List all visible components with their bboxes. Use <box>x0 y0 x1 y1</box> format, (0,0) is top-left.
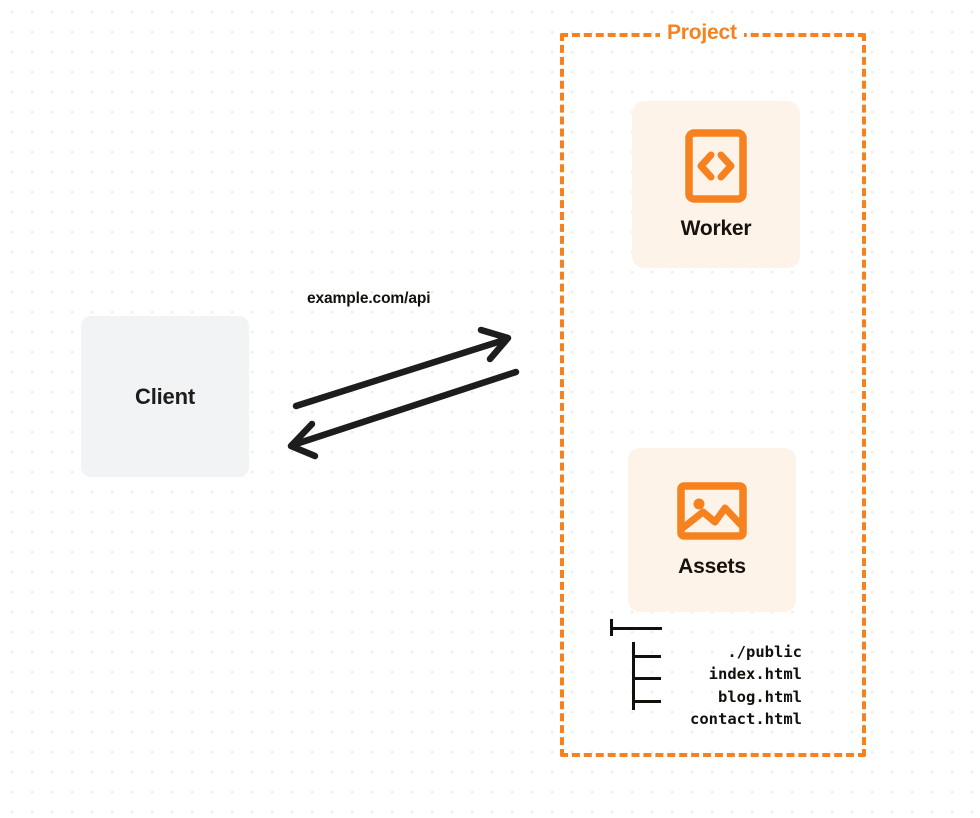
file-tree: ./public index.html blog.html contact.ht… <box>604 618 802 728</box>
request-arrow <box>292 326 512 410</box>
assets-card[interactable]: Assets <box>628 448 796 612</box>
tree-branch-1 <box>632 655 661 658</box>
tree-file-name: index.html <box>708 665 802 683</box>
assets-label: Assets <box>678 555 746 578</box>
tree-row-file: blog.html <box>604 663 802 706</box>
tree-branch-3 <box>632 700 661 703</box>
tree-branch-root <box>610 627 662 630</box>
client-node[interactable]: Client <box>81 316 249 477</box>
image-icon <box>677 481 747 541</box>
response-arrow <box>287 368 520 460</box>
tree-file-name: blog.html <box>718 687 802 706</box>
code-document-icon <box>685 128 747 203</box>
project-title: Project <box>660 20 744 46</box>
tree-row-file: index.html <box>604 641 802 683</box>
connection-label: example.com/api <box>307 290 431 307</box>
client-label: Client <box>135 383 195 409</box>
tree-file-name: contact.html <box>690 710 802 728</box>
tree-branch-2 <box>632 677 661 680</box>
worker-card[interactable]: Worker <box>632 101 800 268</box>
tree-trunk <box>632 642 635 710</box>
tree-row-file: contact.html <box>604 686 802 728</box>
worker-label: Worker <box>680 216 752 240</box>
tree-root-name: ./public <box>727 642 802 661</box>
tree-row-root: ./public <box>604 618 802 661</box>
